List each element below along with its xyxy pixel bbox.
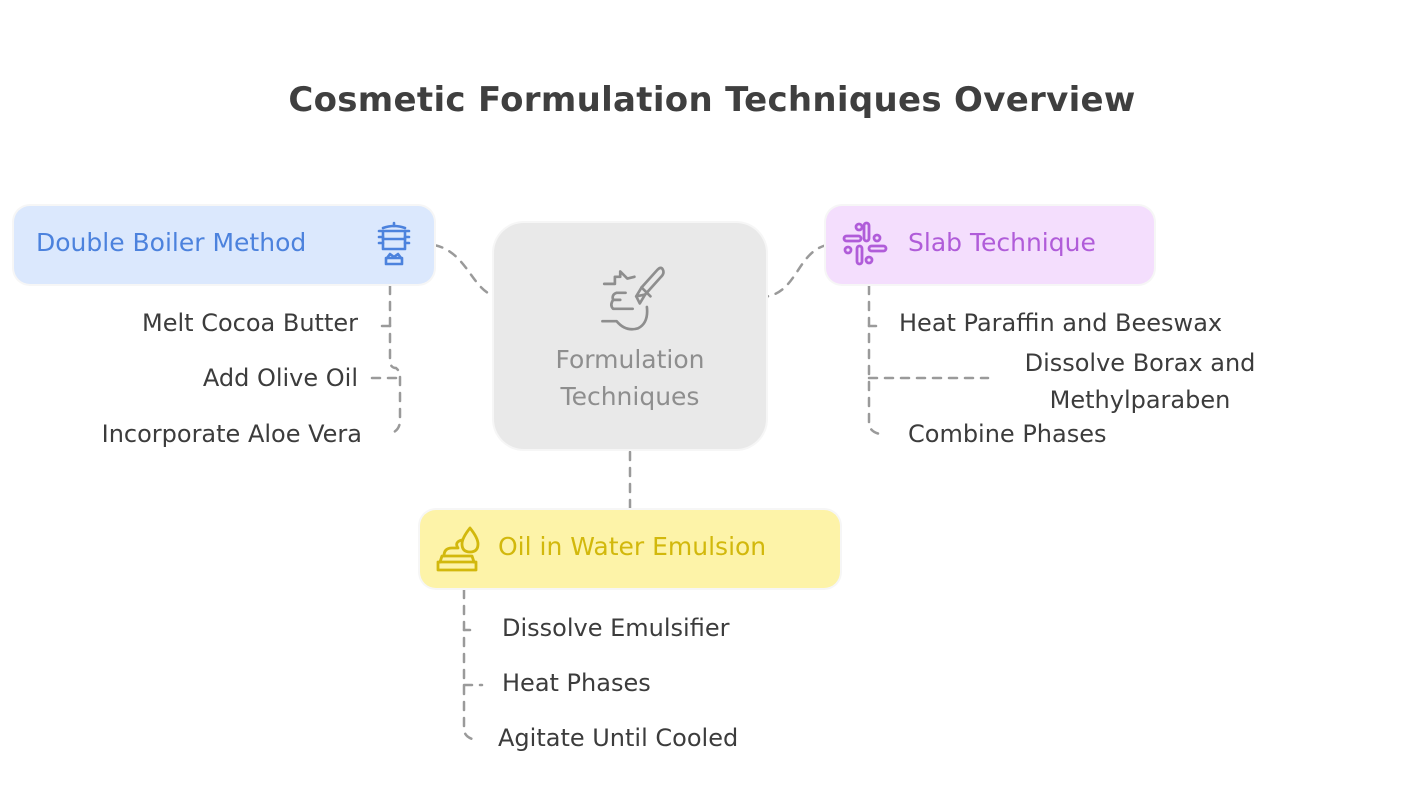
- leaf-incorporate-aloe-vera: Incorporate Aloe Vera: [101, 420, 362, 448]
- makeup-brush-face-icon: [601, 266, 665, 331]
- branch-slab-label: Slab Technique: [908, 228, 1096, 257]
- connector-center-slab: [758, 242, 836, 299]
- branch-double-boiler-label: Double Boiler Method: [36, 228, 307, 257]
- branch-slab[interactable]: Slab Technique: [826, 206, 1154, 284]
- connector-double-boiler-children: [386, 284, 402, 436]
- leaf-heat-phases: Heat Phases: [502, 669, 651, 697]
- branch-double-boiler[interactable]: Double Boiler Method: [14, 206, 434, 284]
- slack-grid-icon: [842, 221, 888, 266]
- connector-slab-children: [867, 284, 882, 436]
- leaf-combine-phases: Combine Phases: [908, 420, 1107, 448]
- leaf-dissolve-borax-methylparaben: Dissolve Borax and Methylparaben: [1024, 349, 1256, 414]
- leaf-dissolve-emulsifier: Dissolve Emulsifier: [502, 614, 730, 642]
- center-node[interactable]: Formulation Techniques: [494, 223, 766, 449]
- branch-oil-in-water-label: Oil in Water Emulsion: [498, 532, 767, 561]
- branch-oil-in-water[interactable]: Oil in Water Emulsion: [420, 510, 840, 588]
- double-boiler-pot-icon: [377, 221, 411, 266]
- leaf-melt-cocoa-butter: Melt Cocoa Butter: [142, 309, 358, 337]
- diagram-title: Cosmetic Formulation Techniques Overview: [288, 80, 1136, 120]
- center-node-label: Formulation Techniques: [555, 345, 705, 411]
- cream-drop-icon: [436, 526, 480, 572]
- connector-oil-water-children: [462, 588, 478, 742]
- leaf-agitate-until-cooled: Agitate Until Cooled: [498, 724, 739, 752]
- leaf-add-olive-oil: Add Olive Oil: [202, 364, 358, 392]
- connector-center-double-boiler: [424, 242, 504, 299]
- leaf-heat-paraffin-beeswax: Heat Paraffin and Beeswax: [899, 309, 1223, 337]
